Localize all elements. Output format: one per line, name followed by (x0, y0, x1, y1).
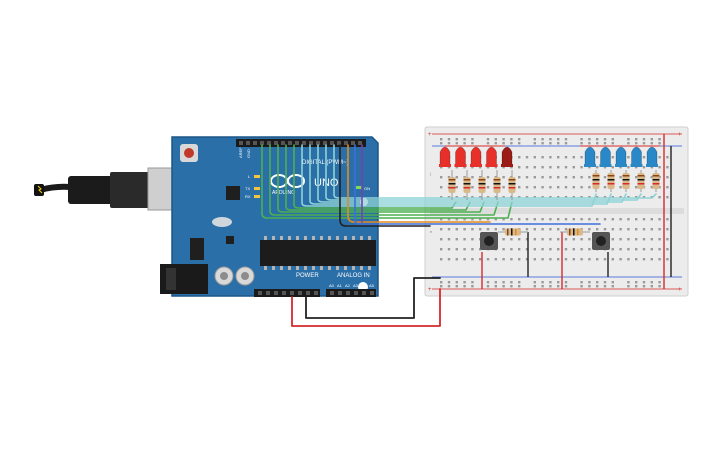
analog-pin-a5: A5 (369, 283, 375, 288)
analog-pin-a0: A0 (329, 283, 335, 288)
brand-label: ARDUINO (272, 190, 295, 196)
power-led (356, 186, 362, 189)
analog-pin-a3: A3 (353, 283, 359, 288)
rail-plus-top: + (428, 132, 432, 138)
led-red[interactable] (454, 146, 467, 167)
resistor-led-red[interactable] (493, 170, 501, 200)
led-blue[interactable] (615, 146, 627, 167)
resistor-led-blue[interactable] (652, 170, 660, 192)
power-header[interactable] (254, 289, 320, 297)
resistor-group (448, 170, 660, 236)
led-red[interactable] (501, 146, 513, 167)
resistor-pulldown-2[interactable] (560, 228, 590, 236)
wire-5v-red[interactable] (291, 288, 441, 327)
led-blue[interactable] (599, 146, 612, 167)
wire-green[interactable] (269, 144, 499, 216)
reset-button-cap[interactable] (184, 148, 194, 158)
led-red[interactable] (439, 146, 451, 167)
wire-teal[interactable] (325, 144, 642, 201)
wire-gnd-black[interactable] (305, 277, 441, 319)
resistor-led-blue[interactable] (637, 170, 645, 192)
resistor-led-blue[interactable] (607, 170, 615, 192)
regulator (190, 238, 204, 260)
rail-plus-bottom: + (428, 287, 432, 293)
small-chip (226, 236, 234, 244)
signal-wires (261, 144, 657, 327)
resistor-led-red[interactable] (508, 170, 516, 200)
led-red[interactable] (470, 146, 482, 167)
led-blue[interactable] (584, 146, 596, 167)
pushbutton-2[interactable] (592, 232, 610, 250)
analog-header[interactable] (326, 289, 376, 297)
led-l (254, 175, 260, 178)
pushbutton-1[interactable] (480, 232, 498, 250)
analog-pin-a4: A4 (361, 283, 367, 288)
wire-teal[interactable] (309, 144, 612, 205)
wire-teal[interactable] (317, 144, 627, 203)
led-tx (254, 187, 260, 190)
gnd-label: GND (246, 149, 251, 158)
wire-teal[interactable] (301, 144, 597, 207)
led-rx (254, 195, 260, 198)
wire-blue[interactable] (354, 144, 601, 225)
arduino-uno-board[interactable]: AREF GND DIGITAL (PWM~) ARDUINO UNO L TX… (160, 136, 379, 297)
row-letter: e (430, 229, 433, 234)
wire-black-top[interactable] (339, 144, 431, 227)
led-tx-label: TX (245, 186, 250, 191)
atmega-chip (260, 240, 376, 266)
rail-plus-bottom-right: + (678, 287, 682, 293)
resistor-led-blue[interactable] (622, 170, 630, 192)
rail-plus-top-right: + (678, 132, 682, 138)
center-channel (430, 208, 684, 214)
resistor-pulldown-1[interactable] (498, 228, 528, 236)
analog-pin-a1: A1 (337, 283, 343, 288)
analog-label: ANALOG IN (337, 273, 370, 279)
on-label: ON (364, 186, 370, 191)
led-rx-label: RX (245, 194, 251, 199)
led-group (439, 146, 658, 167)
led-l-label: L (248, 174, 251, 179)
led-blue[interactable] (630, 146, 643, 167)
aref-label: AREF (238, 147, 243, 158)
wire-green[interactable] (285, 144, 471, 211)
analog-pin-a2: A2 (345, 283, 351, 288)
usb-chip (226, 186, 240, 200)
power-label: POWER (296, 273, 319, 279)
wire-green[interactable] (277, 144, 485, 213)
led-blue[interactable] (646, 146, 658, 167)
rail-jumpers (445, 134, 672, 289)
wire-green[interactable] (261, 144, 513, 219)
row-letter: j (429, 171, 431, 176)
resistor-led-red[interactable] (463, 170, 471, 200)
resistor-led-red[interactable] (478, 170, 486, 200)
resistor-led-blue[interactable] (592, 170, 600, 192)
arduino-logo: ARDUINO UNO (270, 174, 339, 196)
wire-green[interactable] (293, 144, 457, 209)
crystal (212, 217, 232, 227)
digital-header[interactable] (236, 139, 366, 147)
resistor-led-red[interactable] (448, 170, 456, 200)
wire-orange[interactable] (347, 144, 491, 223)
wire-teal[interactable] (333, 144, 657, 199)
led-red[interactable] (485, 146, 498, 167)
